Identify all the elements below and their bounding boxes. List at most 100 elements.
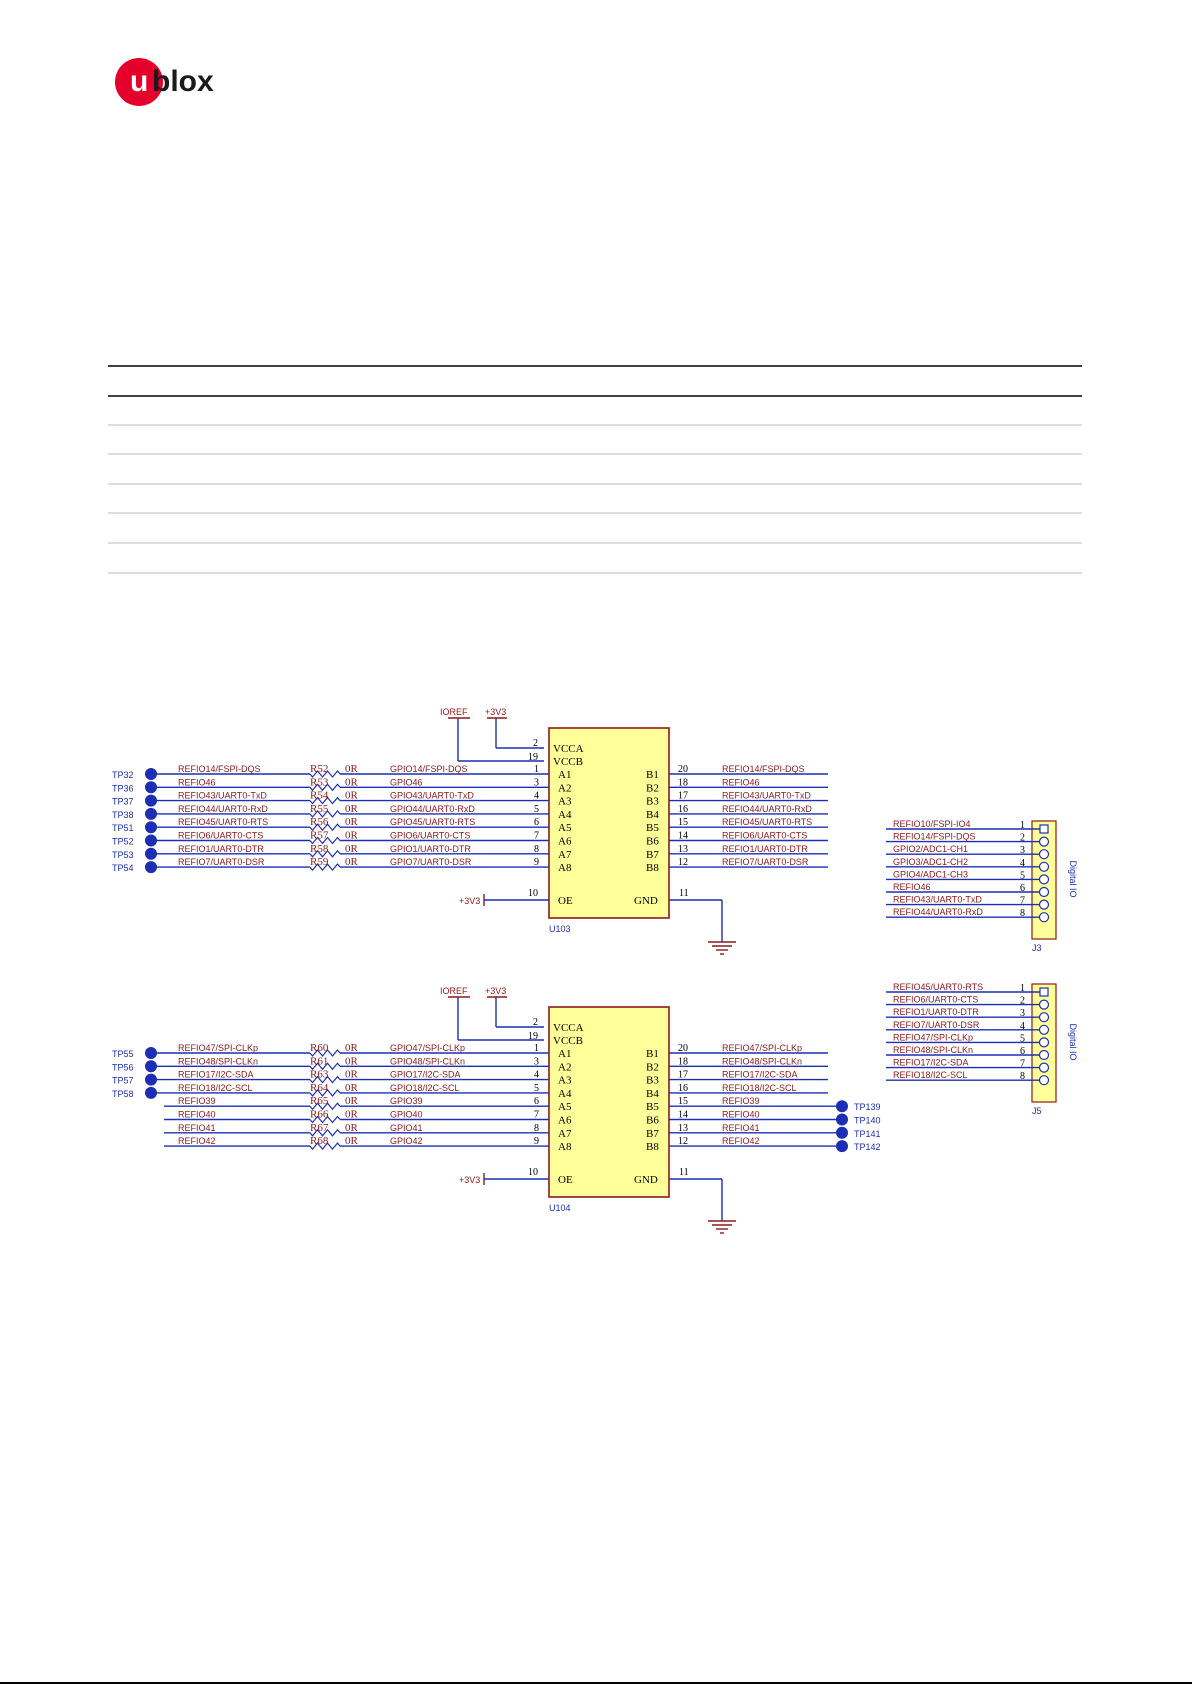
pin-a: A3 [558, 1075, 572, 1087]
resistor-value: 0R [345, 1042, 359, 1054]
net-label: REFIO43/UART0-TxD [178, 791, 267, 801]
resistor-ref: R55 [310, 803, 329, 815]
resistor-ref: R52 [310, 763, 328, 775]
pin-a: A2 [558, 782, 571, 794]
net-label: REFIO39 [722, 1096, 760, 1106]
net-label: GPIO46 [390, 777, 423, 787]
testpoint-label: TP38 [112, 810, 134, 820]
testpoint-label: TP51 [112, 823, 134, 833]
pin-num: 7 [1020, 1059, 1025, 1070]
pin-num: 17 [678, 791, 688, 802]
header-pin-circle [1038, 1037, 1050, 1048]
net-label: REFIO41 [178, 1123, 216, 1133]
pin-b: B7 [646, 849, 659, 861]
pin-b: B7 [646, 1128, 659, 1140]
net-label: GPIO7/UART0-DSR [390, 857, 472, 867]
net-label: GPIO43/UART0-TxD [390, 791, 474, 801]
resistor-symbol [309, 849, 341, 858]
net-label: REFIO44/UART0-RxD [178, 804, 268, 814]
net-label: REFIO48/SPI-CLKn [893, 1045, 973, 1055]
net-label: REFIO1/UART0-DTR [722, 844, 808, 854]
net-label: REFIO7/UART0-DSR [178, 857, 265, 867]
header-pin-circle [1038, 1062, 1050, 1073]
pin-num: 8 [534, 1123, 539, 1134]
testpoint-label: TP52 [112, 837, 134, 847]
resistor-value: 0R [345, 1055, 359, 1067]
v3v3-label: +3V3 [485, 707, 506, 717]
pin-a: A8 [558, 862, 572, 874]
header-pin-circle [1038, 899, 1050, 910]
resistor-ref: R54 [310, 790, 329, 802]
testpoint-dot [836, 1126, 848, 1139]
net-label: GPIO2/ADC1-CH1 [893, 844, 968, 854]
pin-num: 13 [678, 1123, 688, 1134]
pin-b: B2 [646, 782, 659, 794]
resistor-symbol [309, 809, 341, 818]
net-label: GPIO17/I2C-SDA [390, 1070, 461, 1080]
testpoint-label: TP36 [112, 783, 134, 793]
pin-num: 16 [678, 804, 688, 815]
pin-vcca: VCCA [553, 743, 584, 755]
testpoint-dot [836, 1113, 848, 1126]
logo-text-rest: blox [152, 65, 214, 98]
j3-refdes: J3 [1032, 943, 1042, 953]
net-label: REFIO42 [722, 1136, 760, 1146]
net-label: REFIO14/FSPI-DQS [178, 764, 261, 774]
pin-num: 18 [678, 777, 688, 788]
pin-num: 20 [678, 764, 688, 775]
net-label: REFIO44/UART0-RxD [893, 907, 983, 917]
testpoint-label: TP139 [854, 1102, 881, 1112]
table-rules [108, 365, 1082, 574]
resistor-value: 0R [345, 1135, 359, 1147]
header-pin-circle [1038, 1024, 1050, 1035]
testpoint-label: TP32 [112, 770, 134, 780]
net-label: REFIO42 [178, 1136, 216, 1146]
net-label: REFIO10/FSPI-IO4 [893, 819, 971, 829]
net-label: REFIO45/UART0-RTS [893, 982, 983, 992]
pin-num: 10 [528, 1167, 538, 1178]
net-label: GPIO4/ADC1-CH3 [893, 869, 968, 879]
resistor-ref: R58 [310, 843, 329, 855]
resistor-ref: R63 [310, 1069, 329, 1081]
pin-num: 16 [678, 1083, 688, 1094]
net-label: REFIO39 [178, 1096, 216, 1106]
net-label: GPIO48/SPI-CLKn [390, 1056, 465, 1066]
net-label: REFIO6/UART0-CTS [722, 831, 807, 841]
pin-a: A1 [558, 769, 571, 781]
pin-a: A3 [558, 796, 572, 808]
pin-num: 12 [678, 1136, 688, 1147]
pin-num: 14 [678, 831, 688, 842]
net-label: REFIO14/FSPI-DQS [722, 764, 805, 774]
pin-num: 18 [678, 1056, 688, 1067]
resistor-ref: R57 [310, 830, 329, 842]
pin-num: 2 [1020, 996, 1025, 1007]
resistor-value: 0R [345, 830, 359, 842]
ublox-logo: u blox [115, 58, 214, 106]
pin-num: 9 [534, 1136, 539, 1147]
pin-num: 15 [678, 1096, 688, 1107]
net-label: REFIO43/UART0-TxD [722, 791, 811, 801]
pin-vccb: VCCB [553, 756, 583, 768]
resistor-symbol [309, 1075, 341, 1084]
testpoint-dot [836, 1100, 848, 1113]
net-label: REFIO45/UART0-RTS [178, 817, 268, 827]
testpoint-dot [836, 1140, 848, 1153]
net-label: REFIO18/I2C-SCL [178, 1083, 253, 1093]
pin-num: 1 [534, 1043, 539, 1054]
pin-num: 2 [533, 738, 538, 749]
resistor-symbol [309, 863, 341, 872]
v3v3-label: +3V3 [485, 986, 506, 996]
pin-num: 1 [1020, 820, 1025, 831]
ioref-label: IOREF [440, 707, 468, 717]
testpoint-label: TP57 [112, 1076, 134, 1086]
net-label: GPIO40 [390, 1110, 423, 1120]
pin-num: 19 [528, 1031, 538, 1042]
net-label: REFIO47/SPI-CLKp [178, 1043, 258, 1053]
net-label: REFIO46 [893, 882, 931, 892]
net-label: REFIO1/UART0-DTR [178, 844, 264, 854]
net-label: REFIO17/I2C-SDA [893, 1058, 969, 1068]
pin-num: 2 [533, 1017, 538, 1028]
resistor-symbol [309, 1115, 341, 1124]
resistor-value: 0R [345, 816, 359, 828]
pin-a: A7 [558, 1128, 572, 1140]
